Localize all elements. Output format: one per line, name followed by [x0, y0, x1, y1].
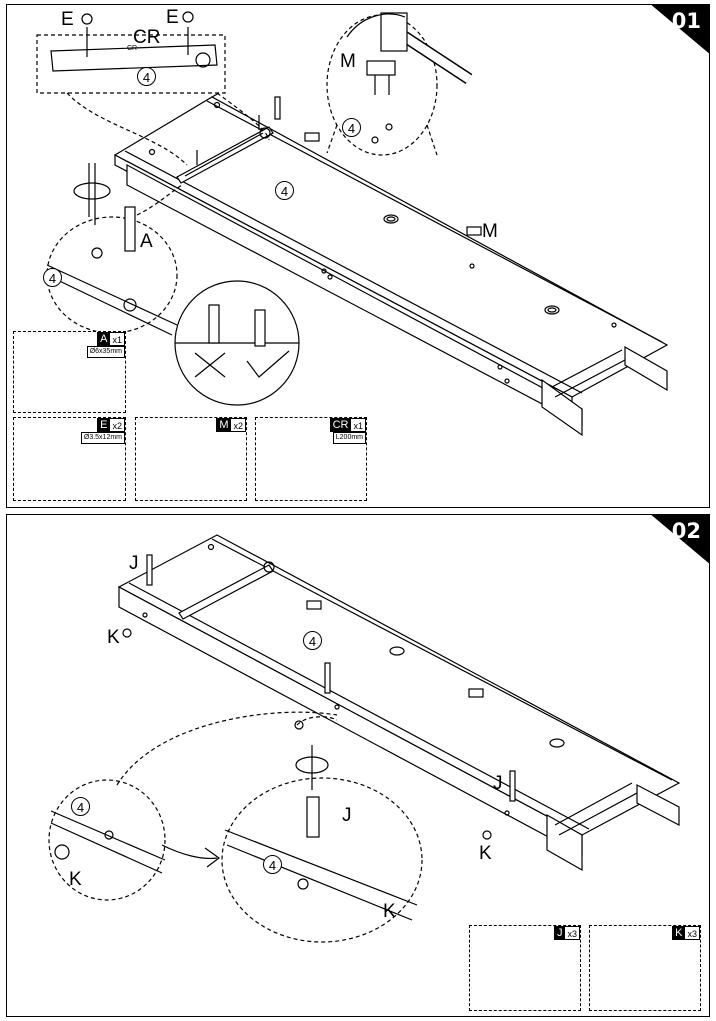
- side-board: [113, 92, 669, 437]
- part-dim: L200mm: [332, 432, 366, 444]
- label-j-zoom: J: [342, 805, 352, 826]
- part-qty: x1: [351, 418, 366, 432]
- part-qty: x2: [231, 418, 246, 432]
- panel-number-badge: 4: [43, 268, 62, 287]
- part-dim: Ø6x35mm: [86, 346, 125, 358]
- part-qty: x3: [565, 926, 580, 940]
- step-number-tab: [651, 515, 709, 564]
- label-j-top: J: [129, 553, 139, 574]
- panel-number-badge: 4: [263, 855, 282, 874]
- part-letter: M: [216, 418, 232, 432]
- part-qty: x1: [110, 332, 125, 346]
- panel-number-badge: 4: [137, 67, 156, 86]
- panel-number-badge: 4: [275, 181, 294, 200]
- panel-number-badge: 4: [303, 631, 322, 650]
- label-m-right: M: [482, 221, 498, 242]
- label-e-right: E: [166, 7, 179, 28]
- label-a: A: [140, 231, 153, 252]
- part-letter: E: [97, 418, 111, 432]
- part-dim: Ø3.5x12mm: [80, 432, 125, 444]
- step-02-panel: 02: [6, 514, 710, 1017]
- slide-rail: [178, 561, 275, 620]
- fittings: [122, 554, 516, 840]
- part-qty: x2: [110, 418, 125, 432]
- part-letter: CR: [329, 418, 352, 432]
- assembly-illustration: [48, 534, 681, 989]
- step-number: 01: [671, 9, 701, 33]
- label-k-mid: K: [479, 843, 492, 864]
- fittings: [196, 96, 482, 236]
- panel-number-badge: 4: [71, 797, 90, 816]
- part-letter: J: [553, 926, 566, 940]
- label-cr-small: CR: [127, 45, 138, 52]
- label-e-left: E: [61, 9, 74, 30]
- label-k-left: K: [107, 627, 120, 648]
- step-01-panel: 01: [6, 4, 710, 508]
- label-k-zoom-left: K: [69, 869, 82, 890]
- label-cr: CR: [133, 27, 161, 48]
- assembly-illustration: [36, 11, 669, 482]
- label-j-mid: J: [493, 773, 503, 794]
- label-k-zoom: K: [383, 901, 396, 922]
- slide-rail: [176, 126, 274, 184]
- step-number: 02: [671, 519, 701, 543]
- part-qty: x3: [685, 926, 700, 940]
- part-letter: A: [97, 332, 111, 346]
- label-m-top: M: [340, 51, 356, 72]
- side-board: [117, 534, 681, 872]
- step-number-tab: [651, 5, 709, 54]
- panel-number-badge: 4: [342, 118, 361, 137]
- part-letter: K: [672, 926, 686, 940]
